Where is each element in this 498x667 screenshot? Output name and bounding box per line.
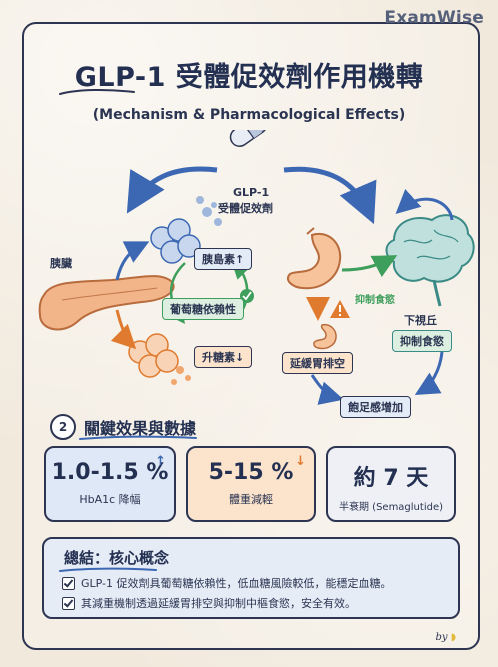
summary-point-1-text: GLP-1 促效劑具葡萄糖依賴性，低血糖風險較低，能穩定血糖。 [81,577,392,590]
hba1c-value: 1.0-1.5 % [51,460,169,485]
pancreas-label: 胰臟 [50,257,72,270]
hba1c-caption: HbA1c 降幅 [79,493,141,506]
brain-icon [385,214,475,307]
summary-underline [59,567,157,572]
weight-card: ↓ 5-15 % 體重減輕 [186,446,316,522]
signature: by ◗ [435,632,456,643]
alpha-cells-icon [128,333,191,385]
down-arrow-icon: ↓ [295,454,306,469]
page-title: GLP-1 受體促效劑作用機轉 [74,62,424,93]
satiety-pill: 飽足感增加 [340,396,411,418]
hypothalamus-label: 下視丘 [404,314,437,327]
section-title: 關鍵效果與數據 [84,419,197,438]
appetite-suppression-pill: 抑制食慾 [392,330,452,352]
summary-title: 總結：核心概念 [64,549,170,567]
pancreas-icon [38,275,175,331]
half-life-caption: 半衰期 (Semaglutide) [338,502,443,513]
section-underline [79,435,197,440]
gastric-emptying-pill: 延緩胃排空 [282,352,353,374]
half-life-card: 約 7 天 半衰期 (Semaglutide) [326,446,456,522]
summary-point-2-text: 其減重機制透過延緩胃排空與抑制中樞食慾，安全有效。 [81,597,356,610]
section-2-header: 2 關鍵效果與數據 [50,414,196,440]
drug-name-line1: GLP-1 [233,186,270,199]
small-stomach-icon [313,323,337,350]
weight-caption: 體重減輕 [229,493,273,506]
beta-cells-icon [150,196,222,264]
appetite-arrow-label: 抑制食慾 [355,295,395,306]
summary-box: 總結：核心概念 GLP-1 促效劑具葡萄糖依賴性，低血糖風險較低，能穩定血糖。 … [42,537,460,619]
page-subtitle: (Mechanism & Pharmacological Effects) [92,107,406,123]
checkbox-icon [62,596,75,610]
capsule-icon [229,130,268,147]
banana-icon: ◗ [450,632,456,643]
warning-icon [330,300,350,318]
hba1c-card: ↑ 1.0-1.5 % HbA1c 降幅 [44,446,176,522]
up-arrow-icon: ↑ [155,454,166,469]
mechanism-diagram [38,130,475,405]
summary-point-2: 其減重機制透過延緩胃排空與抑制中樞食慾，安全有效。 [62,595,356,611]
insulin-pill: 胰島素↑ [194,248,253,270]
drug-name-line2: 受體促效劑 [218,202,273,215]
checkbox-icon [62,576,75,590]
half-life-value: 約 7 天 [353,466,429,491]
glucose-dependent-pill: 葡萄糖依賴性 [162,298,244,320]
stomach-icon [286,227,342,290]
weight-value: 5-15 % [208,460,294,485]
section-number: 2 [50,414,76,440]
glucagon-pill: 升糖素↓ [194,346,253,368]
title-underline [59,88,135,95]
signature-text: by [435,632,448,643]
summary-point-1: GLP-1 促效劑具葡萄糖依賴性，低血糖風險較低，能穩定血糖。 [62,575,392,591]
brand-logo: ExamWise [384,8,484,28]
